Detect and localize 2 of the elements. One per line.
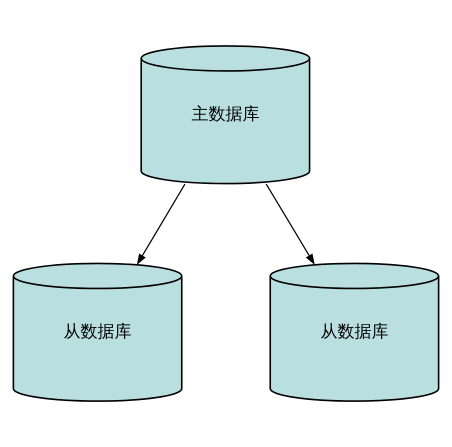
- arrow: [266, 184, 315, 266]
- arrow: [136, 184, 186, 266]
